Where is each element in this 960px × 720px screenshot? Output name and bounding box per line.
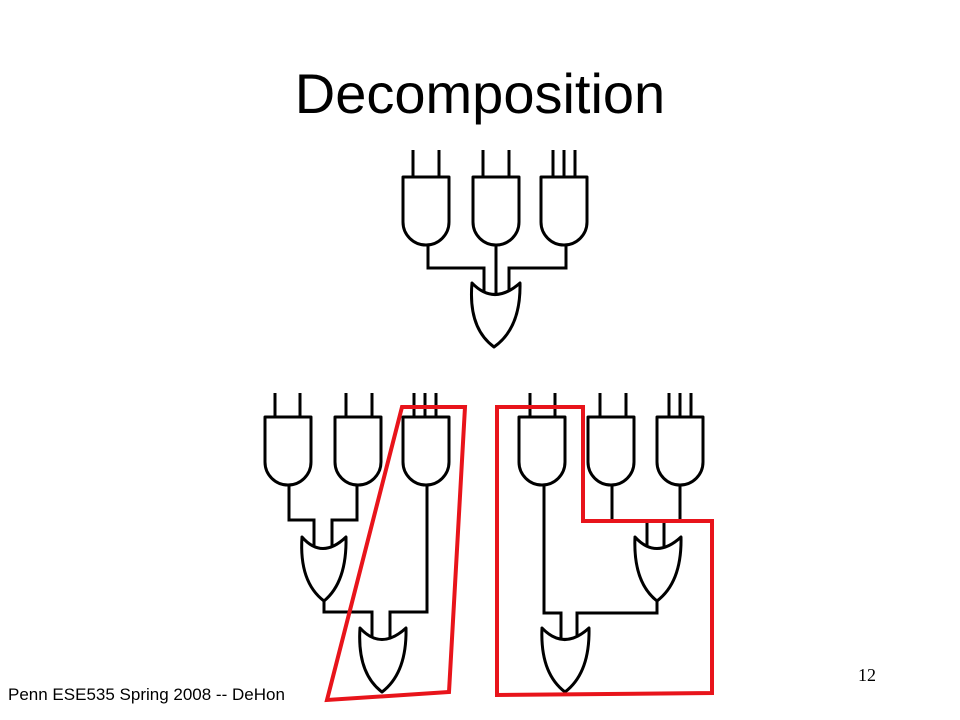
or-gate xyxy=(358,626,408,694)
and-gate xyxy=(655,415,705,487)
wire xyxy=(330,485,359,554)
and-gate xyxy=(517,415,567,487)
input-wire xyxy=(344,393,374,418)
slide-title: Decomposition xyxy=(294,62,666,125)
wire xyxy=(542,485,563,648)
wire xyxy=(287,485,316,554)
and-gate xyxy=(586,415,636,487)
bottom-left-circuit xyxy=(263,393,451,694)
and-gate xyxy=(333,415,383,487)
wire xyxy=(388,485,429,648)
input-wire xyxy=(411,150,441,178)
input-wire xyxy=(598,393,628,418)
and-gate xyxy=(539,175,589,247)
and-gate xyxy=(263,415,313,487)
bottom-right-circuit xyxy=(517,393,705,694)
input-wire xyxy=(551,150,577,178)
and-gate xyxy=(401,415,451,487)
page-number: 12 xyxy=(858,665,876,685)
or-gate xyxy=(540,626,591,694)
and-gate xyxy=(471,175,521,247)
wire xyxy=(426,245,486,300)
or-gate xyxy=(469,281,522,349)
partition-outline-left xyxy=(324,405,468,703)
partition-outline-right xyxy=(495,405,714,698)
input-wire xyxy=(667,393,693,418)
wire xyxy=(575,601,659,648)
slide-footer: Penn ESE535 Spring 2008 -- DeHon xyxy=(8,685,285,704)
input-wire xyxy=(273,393,302,418)
and-gate xyxy=(401,175,451,247)
or-gate xyxy=(300,535,348,603)
top-circuit xyxy=(401,150,589,349)
wire xyxy=(507,245,568,300)
or-gate xyxy=(633,535,683,603)
input-wire xyxy=(481,150,511,178)
